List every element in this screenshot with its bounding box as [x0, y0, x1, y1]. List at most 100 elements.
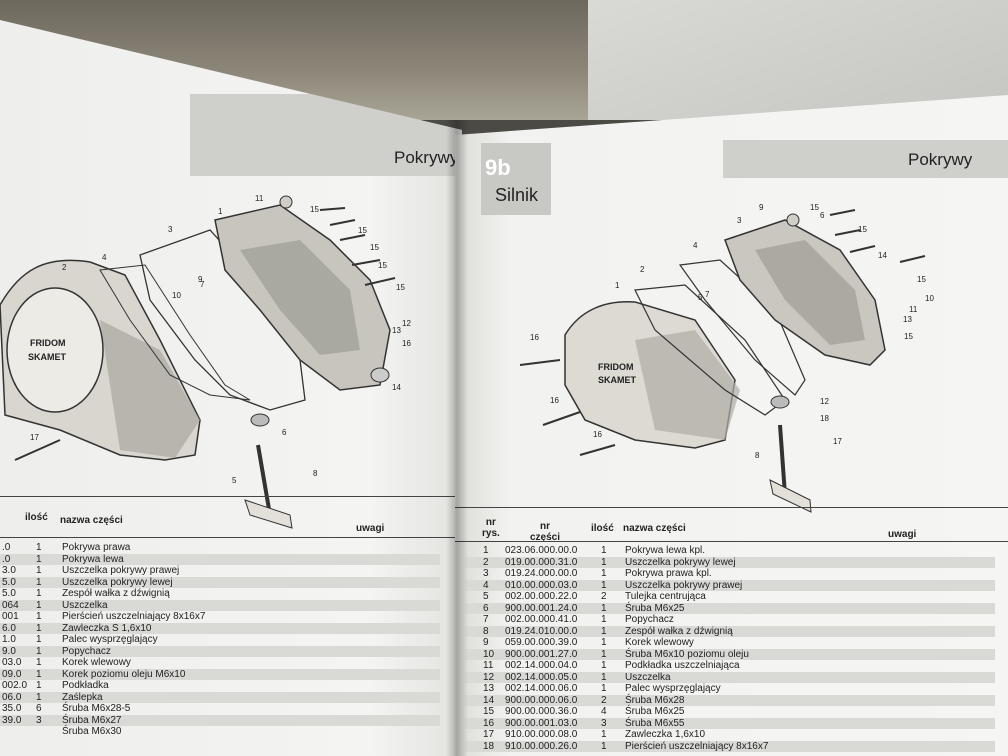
table-cell-code: 03.0	[2, 657, 22, 668]
table-cell-name: Uszczelka pokrywy prawej	[625, 579, 743, 591]
right-header-qty: ilość	[591, 523, 614, 534]
right-callout: 16	[550, 396, 559, 405]
table-cell-name: Palec wysprzęglający	[62, 634, 158, 645]
table-cell-qty: 1	[601, 568, 607, 579]
table-cell-name: Pokrywa lewa kpl.	[625, 545, 706, 556]
table-cell-qty: 1	[36, 680, 42, 691]
left-header-remarks: uwagi	[356, 523, 385, 534]
table-cell-code: .0	[2, 542, 11, 553]
table-cell-qty: 1	[601, 614, 607, 625]
left-page-title: Pokrywy	[394, 148, 459, 167]
table-cell-name: Tulejka centrująca	[625, 591, 706, 602]
table-cell-nr: 5	[483, 591, 489, 602]
table-cell-nr: 14	[483, 694, 495, 706]
right-exploded-diagram: FRIDOM SKAMET 1 2 3 4 5	[519, 203, 934, 513]
table-cell-qty: 2	[601, 591, 607, 602]
left-page: Pokrywy FRIDOM SKAMET	[0, 20, 462, 756]
left-callout: 6	[282, 428, 287, 437]
table-cell-name: Śruba M6x25	[625, 706, 685, 717]
right-callout: 15	[917, 275, 926, 284]
right-callout-labels: 1 2 3 4 5 6 7 8 9 10 11 12 13 14 15 15 1…	[530, 203, 934, 460]
book-gutter	[446, 120, 468, 756]
table-cell-qty: 6	[36, 703, 42, 714]
left-callout: 16	[402, 339, 411, 348]
table-cell-name: Korek poziomu oleju M6x10	[62, 668, 186, 680]
right-table-top-rule	[455, 507, 1008, 508]
table-cell-qty: 1	[36, 611, 42, 622]
table-cell-nr: 7	[483, 614, 489, 625]
table-cell-nr: 17	[483, 729, 495, 740]
right-callout: 12	[820, 397, 829, 406]
right-page-title: Pokrywy	[908, 150, 973, 169]
table-cell-name: Zawleczka S 1,6x10	[62, 622, 152, 634]
table-cell-code: 002.0	[2, 680, 28, 691]
left-callout: 15	[378, 261, 387, 270]
background-paper-stack	[588, 0, 1008, 120]
left-callout: 5	[232, 476, 237, 485]
table-cell-part: 059.00.000.39.0	[505, 637, 578, 648]
table-cell-part: 002.14.000.05.0	[505, 671, 578, 683]
table-cell-code: 6.0	[2, 622, 16, 634]
table-cell-part: 910.00.000.08.0	[505, 729, 578, 740]
table-cell-name: Korek wlewowy	[625, 637, 694, 648]
table-cell-part: 019.24.000.00.0	[505, 568, 578, 579]
right-callout: 9	[759, 203, 764, 212]
left-callout: 2	[62, 263, 67, 272]
left-callout: 8	[313, 469, 318, 478]
section-name: Silnik	[495, 185, 539, 205]
table-cell-name: Śruba M6x30	[62, 726, 122, 737]
cover-logo-line1: FRIDOM	[598, 362, 634, 372]
left-cover-dome	[6, 287, 104, 413]
table-cell-code: 09.0	[2, 668, 22, 680]
right-callout: 15	[858, 225, 867, 234]
table-cell-name: Uszczelka	[62, 599, 108, 611]
right-callout: 11	[909, 305, 918, 314]
table-cell-name: Podkładka uszczelniająca	[625, 660, 740, 671]
left-callout: 4	[102, 253, 107, 262]
table-cell-qty: 1	[36, 645, 42, 657]
table-cell-nr: 12	[483, 671, 495, 683]
right-callout: 16	[530, 333, 539, 342]
table-cell-qty: 1	[601, 648, 607, 660]
left-callout: 12	[402, 319, 411, 328]
left-cover-shadow	[635, 330, 740, 440]
right-callout: 2	[640, 265, 645, 274]
left-callout: 3	[168, 225, 173, 234]
table-cell-code: 35.0	[2, 703, 22, 714]
screws-15	[319, 207, 396, 286]
table-cell-name: Pierścień uszczelniający 8x16x7	[625, 740, 769, 752]
cover-logo-line1: FRIDOM	[30, 338, 66, 348]
table-cell-qty: 1	[36, 588, 42, 599]
table-cell-code: 5.0	[2, 576, 16, 588]
table-row: 6.0 1 Zawleczka S 1,6x10	[0, 622, 440, 634]
table-cell-qty: 1	[601, 671, 607, 683]
table-cell-part: 900.00.001.03.0	[505, 717, 578, 729]
table-cell-name: Pierścień uszczelniający 8x16x7	[62, 611, 206, 622]
table-cell-qty: 4	[601, 706, 607, 717]
table-cell-qty: 1	[601, 602, 607, 614]
table-cell-part: 002.14.000.06.0	[505, 683, 578, 694]
filler-cap-shape	[786, 213, 800, 227]
table-cell-code: 9.0	[2, 645, 16, 657]
right-header-nr-czesci: nr części	[530, 521, 561, 543]
table-cell-code: 39.0	[2, 714, 22, 726]
table-cell-part: 900.00.001.27.0	[505, 648, 578, 660]
table-cell-part: 019.00.000.31.0	[505, 556, 578, 568]
table-cell-part: 900.00.000.36.0	[505, 706, 578, 717]
table-cell-qty: 3	[36, 714, 42, 726]
table-cell-name: Śruba M6x28	[625, 694, 685, 706]
left-callout: 9	[198, 275, 203, 284]
table-cell-qty: 1	[36, 622, 42, 634]
table-cell-qty: 1	[36, 691, 42, 703]
